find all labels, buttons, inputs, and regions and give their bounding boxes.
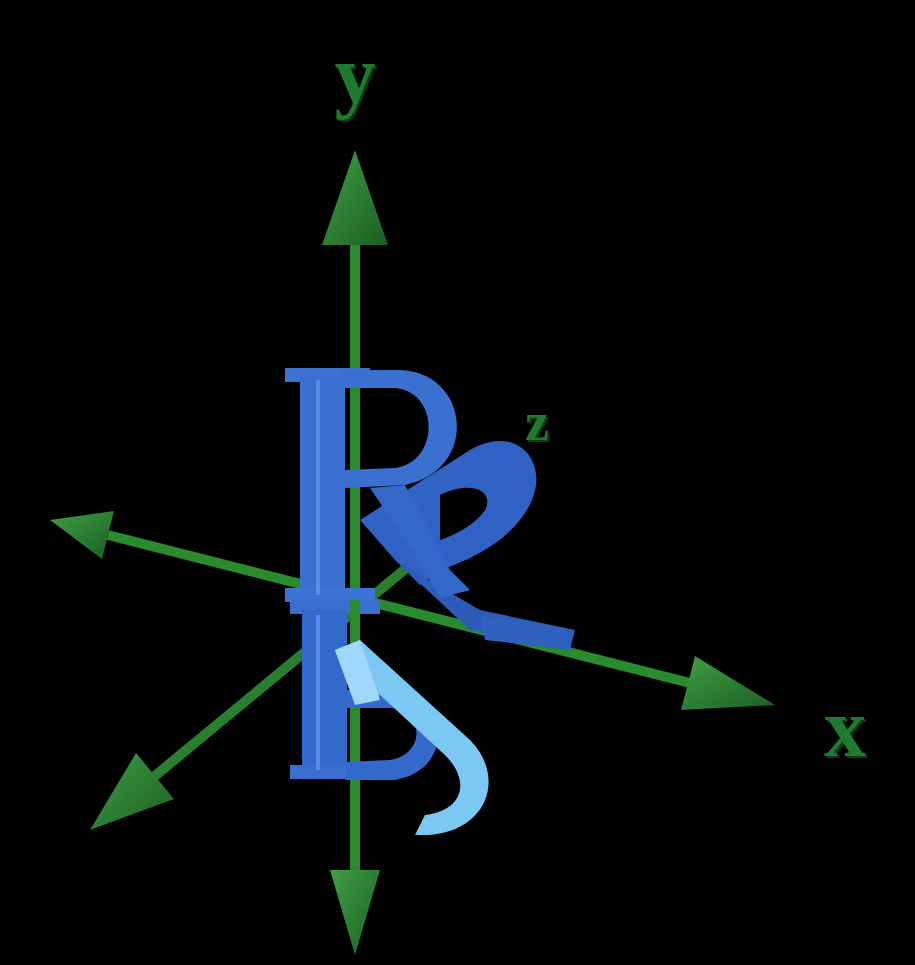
axis-label: z: [525, 395, 549, 449]
reflected-letter-shape: [290, 600, 438, 780]
axis-label: y: [335, 34, 376, 116]
letter-shape-upright: [285, 368, 470, 602]
z-arrowhead: [90, 753, 174, 830]
y-arrowhead: [322, 150, 388, 245]
x-arrowhead: [50, 511, 114, 559]
axis-label: x: [824, 686, 866, 770]
y-axis: [350, 600, 360, 620]
y-arrowhead: [330, 870, 380, 955]
mirrored-letter-shape: [335, 615, 572, 835]
x-arrowhead: [681, 656, 775, 710]
